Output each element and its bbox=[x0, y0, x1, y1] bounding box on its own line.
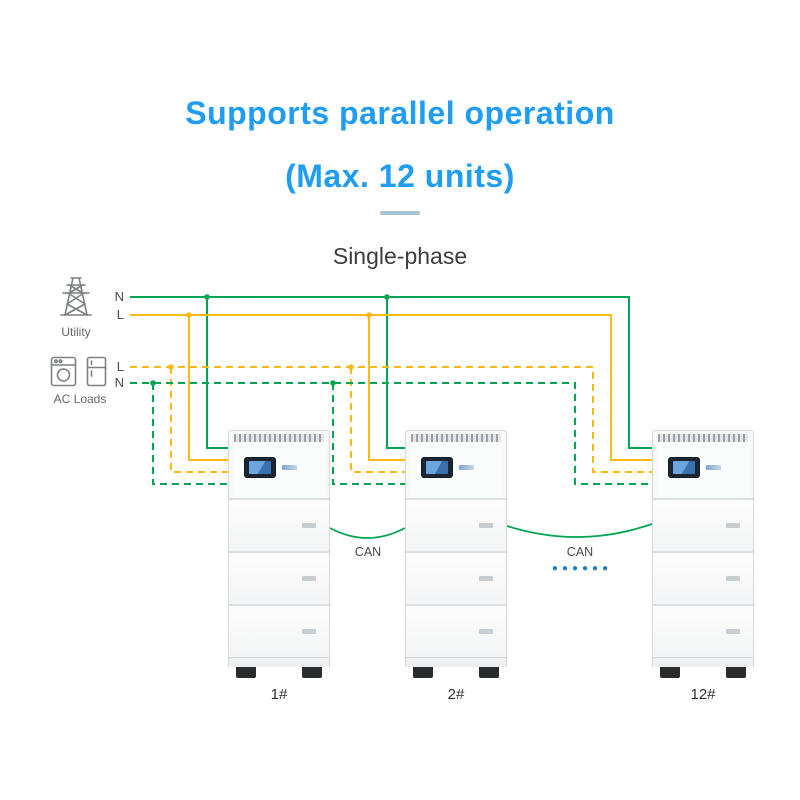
wire-loads-l-bus bbox=[130, 366, 652, 473]
brand-logo bbox=[726, 629, 740, 634]
utility-label: Utility bbox=[61, 325, 91, 339]
brand-logo bbox=[479, 629, 493, 634]
brand-logo bbox=[726, 576, 740, 581]
battery-tower-12 bbox=[652, 430, 754, 678]
utility-tower-icon bbox=[52, 272, 100, 320]
battery-module bbox=[229, 500, 329, 553]
tower-foot bbox=[236, 667, 256, 678]
brand-logo bbox=[302, 629, 316, 634]
tower-base bbox=[406, 657, 506, 678]
battery-module bbox=[406, 500, 506, 553]
battery-module bbox=[653, 500, 753, 553]
wire-label-utility-n: N bbox=[114, 289, 124, 304]
tower-foot bbox=[726, 667, 746, 678]
wire-utility-n-drop-1 bbox=[206, 297, 228, 449]
brand-logo bbox=[479, 523, 493, 528]
brand-logo bbox=[302, 576, 316, 581]
brand-logo bbox=[706, 465, 721, 470]
brand-logo bbox=[726, 523, 740, 528]
battery-tower-1 bbox=[228, 430, 330, 678]
brand-logo bbox=[459, 465, 474, 470]
tower-foot bbox=[479, 667, 499, 678]
can-label-1: CAN bbox=[354, 545, 382, 559]
junction-dot bbox=[330, 380, 336, 386]
wire-label-loads-l: L bbox=[116, 359, 124, 374]
can-link-2 bbox=[506, 523, 653, 538]
ac-loads-label: AC Loads bbox=[53, 392, 107, 406]
vent-grille bbox=[234, 434, 324, 442]
wire-utility-n-bus bbox=[130, 296, 652, 449]
battery-module bbox=[653, 606, 753, 657]
junction-dot bbox=[150, 380, 156, 386]
display-screen bbox=[669, 458, 699, 477]
page-title-line1: Supports parallel operation bbox=[185, 95, 615, 131]
wire-label-loads-n: N bbox=[114, 375, 124, 390]
can-link-1 bbox=[329, 527, 406, 539]
page-title-line2: (Max. 12 units) bbox=[285, 158, 515, 194]
wire-utility-l-bus bbox=[130, 314, 652, 461]
tower-base bbox=[653, 657, 753, 678]
wire-loads-n-bus bbox=[130, 382, 652, 485]
wire-loads-n-drop-2 bbox=[332, 383, 405, 485]
diagram-subtitle: Single-phase bbox=[332, 243, 468, 269]
battery-module bbox=[229, 606, 329, 657]
washing-machine-icon bbox=[50, 356, 78, 388]
battery-module bbox=[406, 553, 506, 606]
vent-grille bbox=[411, 434, 501, 442]
junction-dot bbox=[204, 294, 210, 300]
wire-loads-n-drop-1 bbox=[152, 383, 228, 485]
tower-foot bbox=[413, 667, 433, 678]
unit-label-1: 1# bbox=[270, 686, 288, 703]
unit-label-12: 12# bbox=[690, 686, 716, 703]
can-label-2: CAN bbox=[566, 545, 594, 559]
brand-logo bbox=[479, 576, 493, 581]
battery-module bbox=[406, 606, 506, 657]
battery-tower-2 bbox=[405, 430, 507, 678]
wire-utility-l-drop-1 bbox=[188, 315, 228, 461]
junction-dot bbox=[348, 364, 354, 370]
tower-foot bbox=[660, 667, 680, 678]
inverter-module bbox=[229, 442, 329, 500]
wire-utility-l-drop-2 bbox=[368, 315, 405, 461]
tower-base bbox=[229, 657, 329, 678]
brand-logo bbox=[282, 465, 297, 470]
title-divider bbox=[380, 211, 420, 215]
fridge-icon bbox=[86, 356, 108, 388]
unit-label-2: 2# bbox=[447, 686, 465, 703]
battery-module bbox=[653, 553, 753, 606]
junction-dot bbox=[384, 294, 390, 300]
junction-dot bbox=[186, 312, 192, 318]
junction-dot bbox=[168, 364, 174, 370]
tower-foot bbox=[302, 667, 322, 678]
inverter-module bbox=[653, 442, 753, 500]
vent-grille bbox=[658, 434, 748, 442]
wire-utility-n-drop-2 bbox=[386, 297, 405, 449]
junction-dot bbox=[366, 312, 372, 318]
wire-label-utility-l: L bbox=[116, 307, 124, 322]
more-units-ellipsis: ●●●●●● bbox=[551, 563, 613, 574]
brand-logo bbox=[302, 523, 316, 528]
display-screen bbox=[245, 458, 275, 477]
display-screen bbox=[422, 458, 452, 477]
battery-module bbox=[229, 553, 329, 606]
inverter-module bbox=[406, 442, 506, 500]
